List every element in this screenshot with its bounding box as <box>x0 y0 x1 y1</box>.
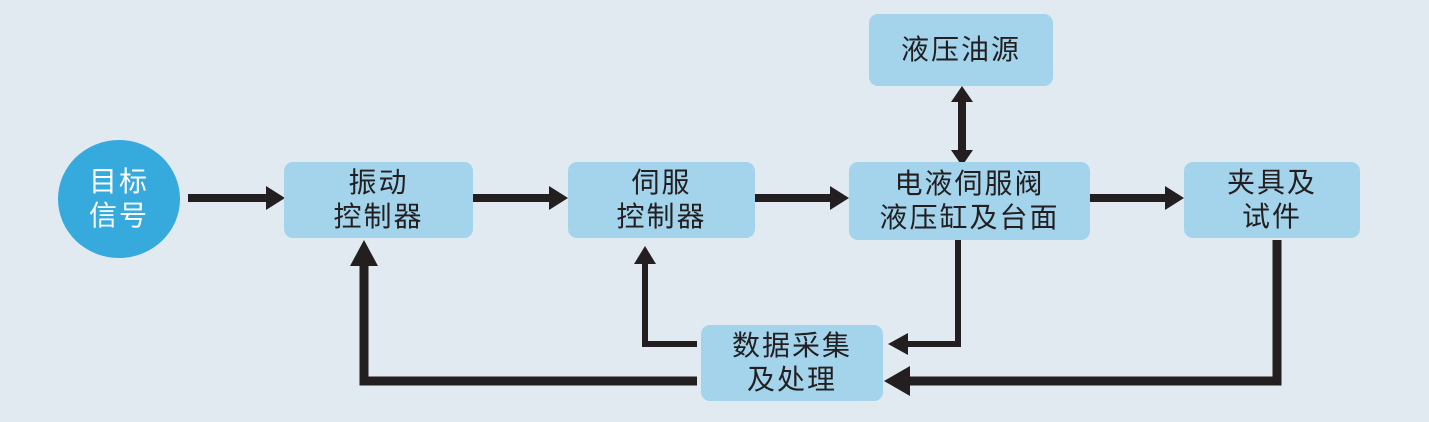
node-valve-cylinder-table[interactable]: 电液伺服阀 液压缸及台面 <box>849 162 1090 240</box>
node-fixture-specimen-line1: 夹具及 <box>1226 165 1317 199</box>
node-data-acquisition[interactable]: 数据采集 及处理 <box>701 325 883 401</box>
connector-fixture-to-data-acquisition <box>884 240 1282 396</box>
node-vibration-controller-line2: 控制器 <box>333 200 424 233</box>
node-fixture-specimen-line2: 试件 <box>1241 200 1302 233</box>
node-data-acquisition-line2: 及处理 <box>746 363 837 396</box>
connector-data-acquisition-to-servo <box>634 246 697 347</box>
node-target-signal-line2: 信号 <box>88 199 149 232</box>
node-fixture-specimen[interactable]: 夹具及 试件 <box>1184 162 1360 238</box>
node-servo-controller[interactable]: 伺服 控制器 <box>568 162 755 238</box>
connector-target-to-vibration-controller <box>188 186 285 210</box>
connector-data-acquisition-to-vibration <box>350 240 697 386</box>
node-target-signal[interactable]: 目标 信号 <box>58 140 180 258</box>
node-servo-controller-line2: 控制器 <box>616 200 707 233</box>
node-servo-controller-line1: 伺服 <box>631 165 692 199</box>
connector-valve-cylinder-to-fixture <box>1090 186 1184 210</box>
node-valve-cylinder-table-line1: 电液伺服阀 <box>894 166 1045 200</box>
node-hydraulic-source-line1: 液压油源 <box>900 32 1021 66</box>
node-vibration-controller[interactable]: 振动 控制器 <box>284 162 473 238</box>
connector-valve-cylinder-to-data-acquisition <box>888 240 961 355</box>
node-data-acquisition-line1: 数据采集 <box>731 328 852 362</box>
node-valve-cylinder-table-line2: 液压缸及台面 <box>879 201 1060 234</box>
connector-vibration-to-servo <box>473 186 568 210</box>
node-vibration-controller-line1: 振动 <box>348 165 409 199</box>
connector-servo-to-valve-cylinder <box>755 186 849 210</box>
node-hydraulic-source[interactable]: 液压油源 <box>869 14 1053 86</box>
node-target-signal-line1: 目标 <box>88 164 149 198</box>
connector-hydraulic-source-bidirectional <box>951 86 973 166</box>
